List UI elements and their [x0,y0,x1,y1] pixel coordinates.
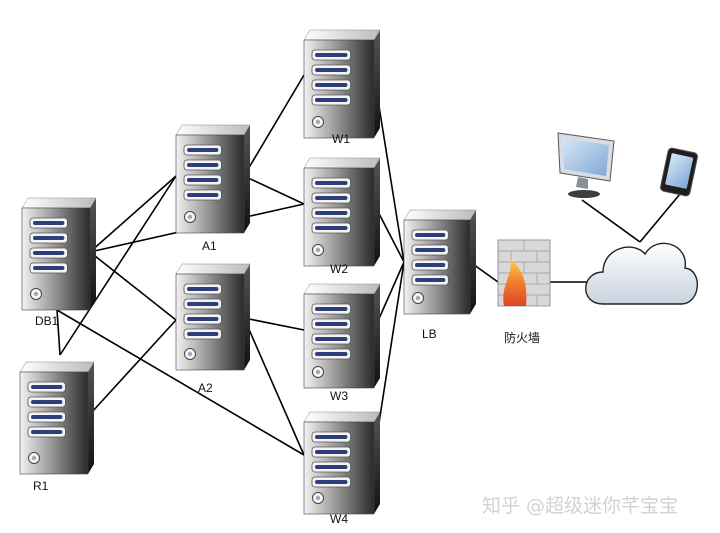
node-label-w2: W2 [330,262,348,276]
server-a1: A1 [175,124,251,253]
node-label-a2: A2 [198,381,213,395]
monitor-monitor [557,132,615,198]
node-label-lb: LB [422,327,437,341]
edge-db1-a1 [89,175,177,253]
server-w3: W3 [303,283,381,403]
server-w2: W2 [303,157,381,276]
server-a2: A2 [175,263,251,395]
server-w4: W4 [303,411,381,526]
server-r1: R1 [19,361,95,493]
node-label-a1: A1 [202,239,217,253]
node-label-w1: W1 [332,132,350,146]
firewall-fw: 防火墙 [497,239,551,345]
edge-a2-w4 [243,317,305,456]
watermark: 知乎 @超级迷你芊宝宝 [482,495,678,517]
node-label-db1: DB1 [35,314,59,328]
edge-db1-r1 [56,309,61,356]
server-w1: W1 [303,29,381,146]
node-label-w4: W4 [330,512,348,526]
edge-db1-w4 [56,309,305,456]
server-lb: LB [403,209,477,341]
edge-a2-w3 [243,317,305,331]
edge-r1-a2 [91,319,177,413]
edge-cloud-monitor [581,199,641,243]
node-label-w3: W3 [330,389,348,403]
node-label-fw: 防火墙 [504,330,540,345]
server-db1: DB1 [21,197,97,328]
cloud-cloud [585,242,699,305]
edge-db1-a2 [89,251,177,321]
edge-cloud-phone [639,193,681,243]
edge-a1-w1 [243,74,305,177]
node-label-r1: R1 [33,479,49,493]
edge-a1-w2 [243,175,305,205]
edge-r1-a1 [59,175,177,356]
phone-phone [659,147,699,197]
